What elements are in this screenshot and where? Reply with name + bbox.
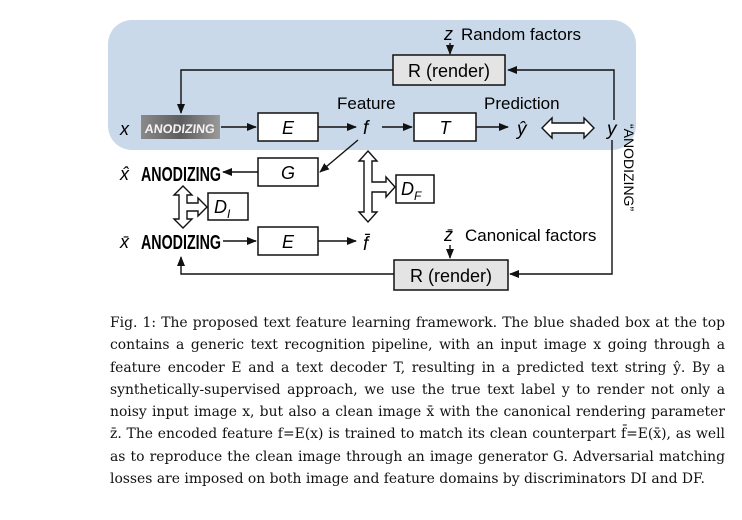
- svg-text:ANODIZING: ANODIZING: [144, 122, 216, 136]
- framework-diagram: z Random factors R (render) x ANODIZING …: [108, 20, 637, 291]
- x-symbol: x: [119, 119, 130, 139]
- noisy-input-image: ANODIZING: [141, 115, 220, 139]
- y-hat-symbol: ŷ: [515, 119, 528, 140]
- encoder-top-label: E: [282, 118, 295, 138]
- encoder-bottom-label: E: [282, 232, 295, 252]
- encoder-top-box: [257, 112, 319, 142]
- y-symbol: y: [605, 119, 618, 140]
- disc-image-label: DI: [214, 197, 231, 221]
- match-double-arrow: [541, 116, 595, 140]
- pipeline-shaded-box: [108, 20, 636, 150]
- feature-match-double-arrow: [357, 149, 396, 224]
- render-top-label: R (render): [408, 61, 490, 81]
- render-bottom-box: [393, 259, 509, 291]
- true-label-text: “ANODIZING”: [621, 124, 637, 211]
- caption-text: The proposed text feature learning frame…: [110, 315, 725, 488]
- z-symbol: z: [443, 24, 453, 44]
- x-bar-symbol: x̄: [119, 232, 130, 252]
- caption-figure-number: Fig. 1:: [110, 315, 157, 331]
- encoder-bottom-box: [257, 226, 319, 256]
- disc-feature-label: DF: [401, 179, 422, 203]
- decoder-label: T: [440, 118, 453, 138]
- decoder-box: [413, 112, 477, 142]
- feature-label: Feature: [337, 94, 396, 113]
- canonical-factors-label: Canonical factors: [465, 226, 596, 245]
- f-bar-symbol: f̄: [363, 234, 370, 255]
- random-factors-label: Random factors: [461, 25, 581, 44]
- generated-image: ANODIZING: [141, 164, 221, 186]
- disc-feature-box: [395, 174, 435, 204]
- disc-image-box: [207, 192, 249, 221]
- prediction-label: Prediction: [484, 94, 560, 113]
- clean-image: ANODIZING: [141, 232, 221, 254]
- generator-label: G: [281, 163, 295, 183]
- f-symbol: f: [363, 118, 370, 139]
- x-hat-symbol: x̂: [119, 164, 130, 184]
- render-bottom-label: R (render): [410, 266, 492, 286]
- figure-caption: Fig. 1: The proposed text feature learni…: [110, 312, 725, 490]
- z-bar-symbol: z̄: [443, 225, 453, 245]
- image-match-double-arrow: [172, 185, 208, 229]
- render-top-box: [392, 54, 506, 86]
- generator-box: [257, 157, 319, 187]
